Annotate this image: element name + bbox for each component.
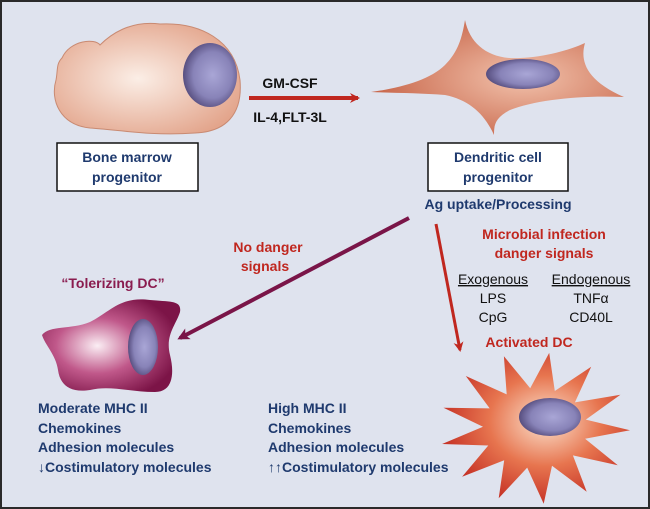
property-item: Adhesion molecules xyxy=(268,439,404,455)
endogenous-item: TNFα xyxy=(573,290,608,306)
property-item: Chemokines xyxy=(38,420,121,436)
no-danger-arrow xyxy=(177,216,410,340)
exogenous-item: LPS xyxy=(480,290,506,306)
no-danger-label: signals xyxy=(241,258,289,274)
endogenous-header: Endogenous xyxy=(552,271,631,287)
endogenous-item: CD40L xyxy=(569,309,613,325)
property-item: Adhesion molecules xyxy=(38,439,174,455)
property-item: ↑↑Costimulatory molecules xyxy=(268,459,449,475)
tolerizing-dc-label: “Tolerizing DC” xyxy=(61,275,164,291)
tolerizing-dc-icon xyxy=(42,299,181,392)
bone-marrow-cell-icon xyxy=(53,22,241,135)
exogenous-item: CpG xyxy=(479,309,508,325)
ag-uptake-label: Ag uptake/Processing xyxy=(424,196,571,212)
dendritic-cell-progenitor-box: Dendritic cell progenitor xyxy=(427,142,569,192)
exogenous-header: Exogenous xyxy=(458,271,528,287)
bone-marrow-progenitor-box: Bone marrow progenitor xyxy=(56,142,199,192)
activated-dc-icon xyxy=(442,352,630,504)
microbial-infection-label: danger signals xyxy=(495,245,594,261)
tolerizing-dc-properties: Moderate MHC II Chemokines Adhesion mole… xyxy=(38,400,212,475)
il4-label: IL-4,FLT-3L xyxy=(253,109,327,125)
gm-csf-label: GM-CSF xyxy=(262,75,318,91)
activated-dc-label: Activated DC xyxy=(485,334,572,350)
dendritic-cell-progenitor-icon xyxy=(371,20,624,135)
box-label-line: Bone marrow xyxy=(82,149,172,165)
microbial-infection-label: Microbial infection xyxy=(482,226,606,242)
property-item: ↓Costimulatory molecules xyxy=(38,459,212,475)
property-item: Moderate MHC II xyxy=(38,400,148,416)
property-item: Chemokines xyxy=(268,420,351,436)
activated-dc-properties: High MHC II Chemokines Adhesion molecule… xyxy=(268,400,449,475)
danger-signal-arrow xyxy=(434,223,464,352)
box-label-line: Dendritic cell xyxy=(454,149,542,165)
property-item: High MHC II xyxy=(268,400,347,416)
box-label-line: progenitor xyxy=(92,169,163,185)
no-danger-label: No danger xyxy=(233,239,303,255)
box-label-line: progenitor xyxy=(463,169,534,185)
